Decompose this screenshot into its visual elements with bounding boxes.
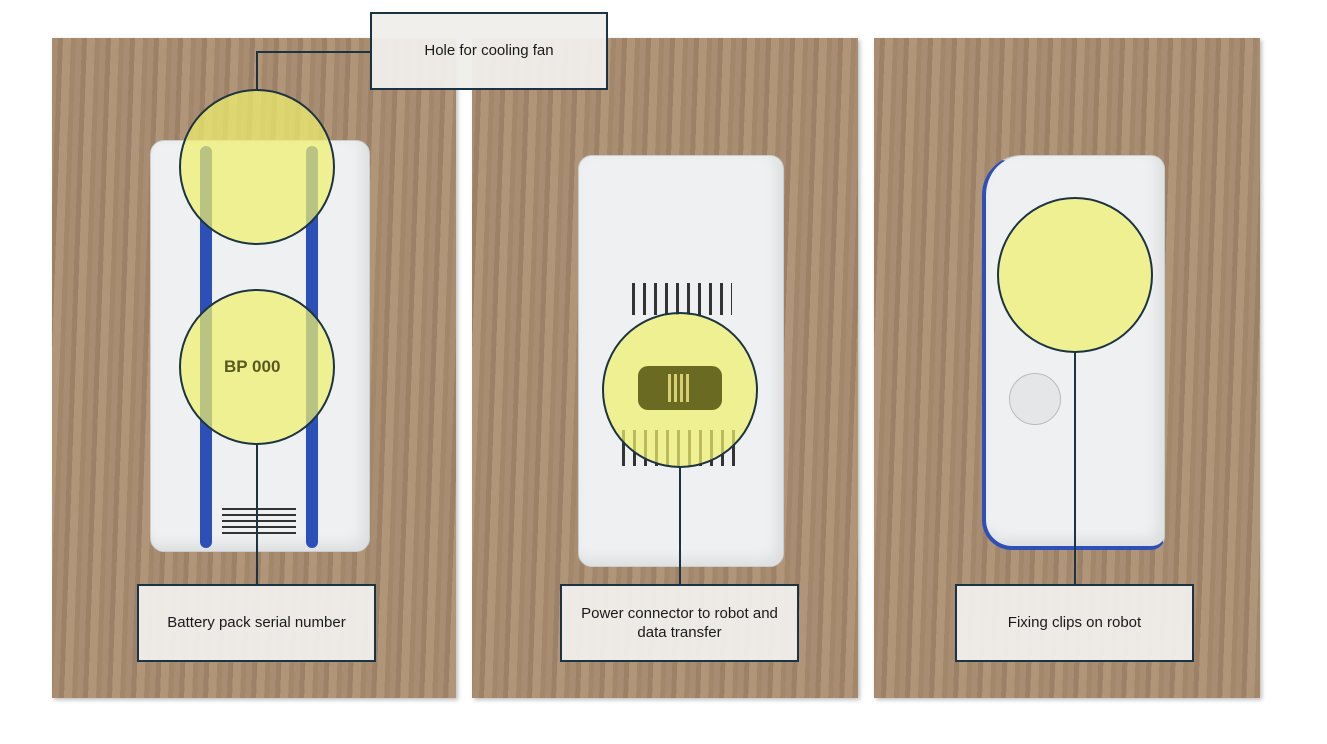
leader-line <box>1074 352 1076 585</box>
highlight-cooling-fan <box>179 89 335 245</box>
leader-line <box>679 467 681 585</box>
leader-line <box>256 444 258 585</box>
leader-line <box>257 51 371 53</box>
vent-grille <box>222 508 296 534</box>
leader-line <box>256 51 258 90</box>
vent-slots <box>632 283 732 315</box>
label-cooling-fan: Hole for cooling fan <box>370 12 608 90</box>
highlight-fixing-clips <box>997 197 1153 353</box>
label-fixing-clips: Fixing clips on robot <box>955 584 1194 662</box>
clip <box>1009 373 1061 425</box>
power-connector <box>638 366 722 410</box>
highlight-serial-number <box>179 289 335 445</box>
label-power-connector: Power connector to robot and data transf… <box>560 584 799 662</box>
label-serial-number: Battery pack serial number <box>137 584 376 662</box>
serial-number-text: BP 000 <box>224 357 281 376</box>
